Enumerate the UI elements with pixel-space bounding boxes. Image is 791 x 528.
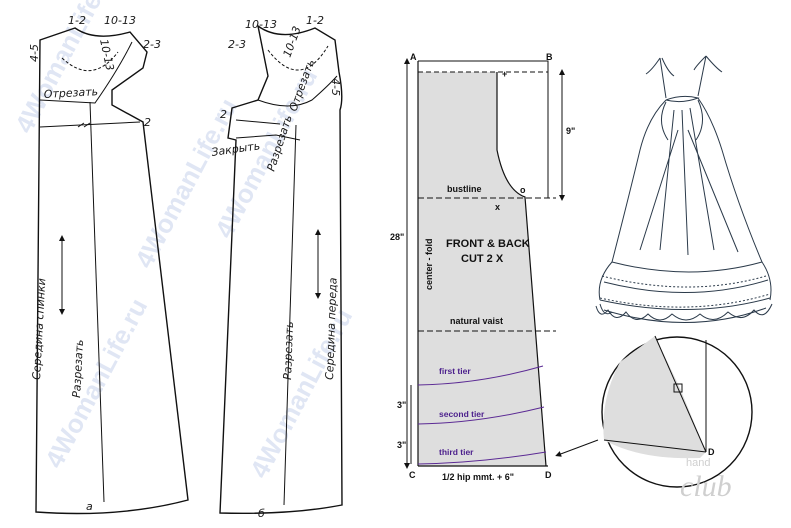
english-pattern: A B C D + x o 9" 28" 3" 3" bustline cent… bbox=[390, 52, 599, 482]
point-x: x bbox=[495, 202, 500, 212]
dress-hem-stitch bbox=[599, 275, 771, 308]
pattern-side-seam bbox=[496, 72, 547, 467]
detail-hem bbox=[603, 439, 707, 453]
back-yoke-text: Отрезать bbox=[43, 85, 98, 101]
dim-top-label: 9" bbox=[566, 126, 575, 136]
corner-a: A bbox=[410, 52, 417, 62]
tier-curve-1 bbox=[417, 365, 544, 386]
back-mark-6: 2 bbox=[144, 116, 151, 129]
back-cut-text: Разрезать bbox=[70, 339, 86, 398]
tier-label-1: first tier bbox=[439, 366, 471, 376]
dress-right-tie bbox=[693, 55, 723, 97]
point-plus: + bbox=[502, 69, 507, 79]
dress-folds bbox=[639, 107, 739, 256]
back-cut-mark bbox=[77, 122, 91, 128]
back-center-text: Середина спинки bbox=[30, 278, 48, 380]
dim-tier-label-2: 3" bbox=[397, 440, 406, 450]
credit-small: hand bbox=[686, 457, 710, 469]
dress-left-tie bbox=[645, 57, 675, 99]
front-mark-1: 10-13 bbox=[245, 18, 277, 31]
pattern-title-1: FRONT & BACK bbox=[446, 238, 530, 250]
back-piece-label: а bbox=[86, 500, 93, 513]
fold-label: center - fold bbox=[424, 238, 434, 290]
russian-back-pattern: 4WomanLife.ru 4WomanLife.ru 4WomanLife.r… bbox=[9, 0, 243, 515]
detail-seam bbox=[654, 335, 707, 453]
tier-curve-3 bbox=[417, 451, 547, 465]
point-o: o bbox=[520, 185, 526, 195]
back-mark-1: 1-2 bbox=[68, 14, 86, 27]
dress-tier-1 bbox=[603, 261, 769, 294]
corner-d: D bbox=[545, 470, 552, 480]
bottom-label: 1/2 hip mmt. + 6" bbox=[442, 472, 514, 482]
back-mark-2: 10-13 bbox=[104, 14, 136, 27]
pattern-title-2: CUT 2 X bbox=[461, 253, 504, 265]
front-yoke bbox=[257, 75, 338, 107]
front-mark-5: 4-5 bbox=[329, 78, 342, 96]
dim-length-label: 28" bbox=[390, 232, 404, 242]
back-neck-curve bbox=[61, 51, 119, 72]
front-outline bbox=[219, 24, 343, 515]
dress-body bbox=[598, 97, 772, 301]
russian-front-pattern: 4WomanLife.ru 4WomanLife.ru 10-13 1-2 2-… bbox=[209, 14, 358, 520]
bustline-label: bustline bbox=[447, 184, 482, 194]
waist-label: natural vaist bbox=[450, 316, 503, 326]
tier-label-3: third tier bbox=[439, 447, 474, 457]
dress-tier-3 bbox=[599, 303, 767, 323]
detail-right-angle bbox=[673, 383, 683, 393]
front-mark-4: 10-13 bbox=[281, 25, 304, 59]
front-neck-curve bbox=[267, 45, 329, 71]
back-mark-5: 10-13 bbox=[97, 38, 116, 72]
tier-curve-2 bbox=[417, 406, 545, 425]
front-dart bbox=[235, 119, 301, 141]
back-mark-3: 4-5 bbox=[28, 44, 41, 62]
credit-logo: hand club bbox=[680, 457, 732, 503]
dim-tier-label-1: 3" bbox=[397, 400, 406, 410]
front-center-text: Середина переда bbox=[323, 277, 340, 380]
front-mark-2: 1-2 bbox=[306, 14, 324, 27]
pattern-frame bbox=[418, 60, 549, 198]
back-yoke bbox=[39, 41, 133, 104]
detail-magnifier: D bbox=[601, 335, 753, 488]
dress-neck-gather bbox=[665, 95, 700, 103]
detail-point-d: D bbox=[708, 447, 715, 457]
dress-sketch bbox=[595, 55, 773, 323]
front-piece-label: б bbox=[258, 507, 265, 520]
front-center-line bbox=[283, 124, 297, 506]
dress-tier-2 bbox=[595, 297, 773, 321]
corner-c: C bbox=[409, 470, 416, 480]
pattern-body bbox=[418, 72, 546, 466]
dress-armholes bbox=[661, 99, 703, 141]
front-cut-text: Разрезать bbox=[281, 321, 296, 380]
front-mark-3: 2-3 bbox=[228, 38, 246, 51]
watermark-back-2: 4WomanLife.ru bbox=[39, 293, 153, 472]
front-mark-6: 2 bbox=[220, 108, 227, 121]
back-chest-line bbox=[39, 121, 141, 128]
tier-label-2: second tier bbox=[439, 409, 485, 419]
detail-pointer bbox=[555, 439, 599, 457]
credit-large: club bbox=[680, 470, 732, 503]
detail-shaded-area bbox=[603, 336, 706, 459]
back-outline bbox=[35, 27, 189, 515]
back-center-line bbox=[89, 101, 105, 503]
corner-b: B bbox=[546, 52, 553, 62]
back-mark-4: 2-3 bbox=[143, 38, 161, 51]
